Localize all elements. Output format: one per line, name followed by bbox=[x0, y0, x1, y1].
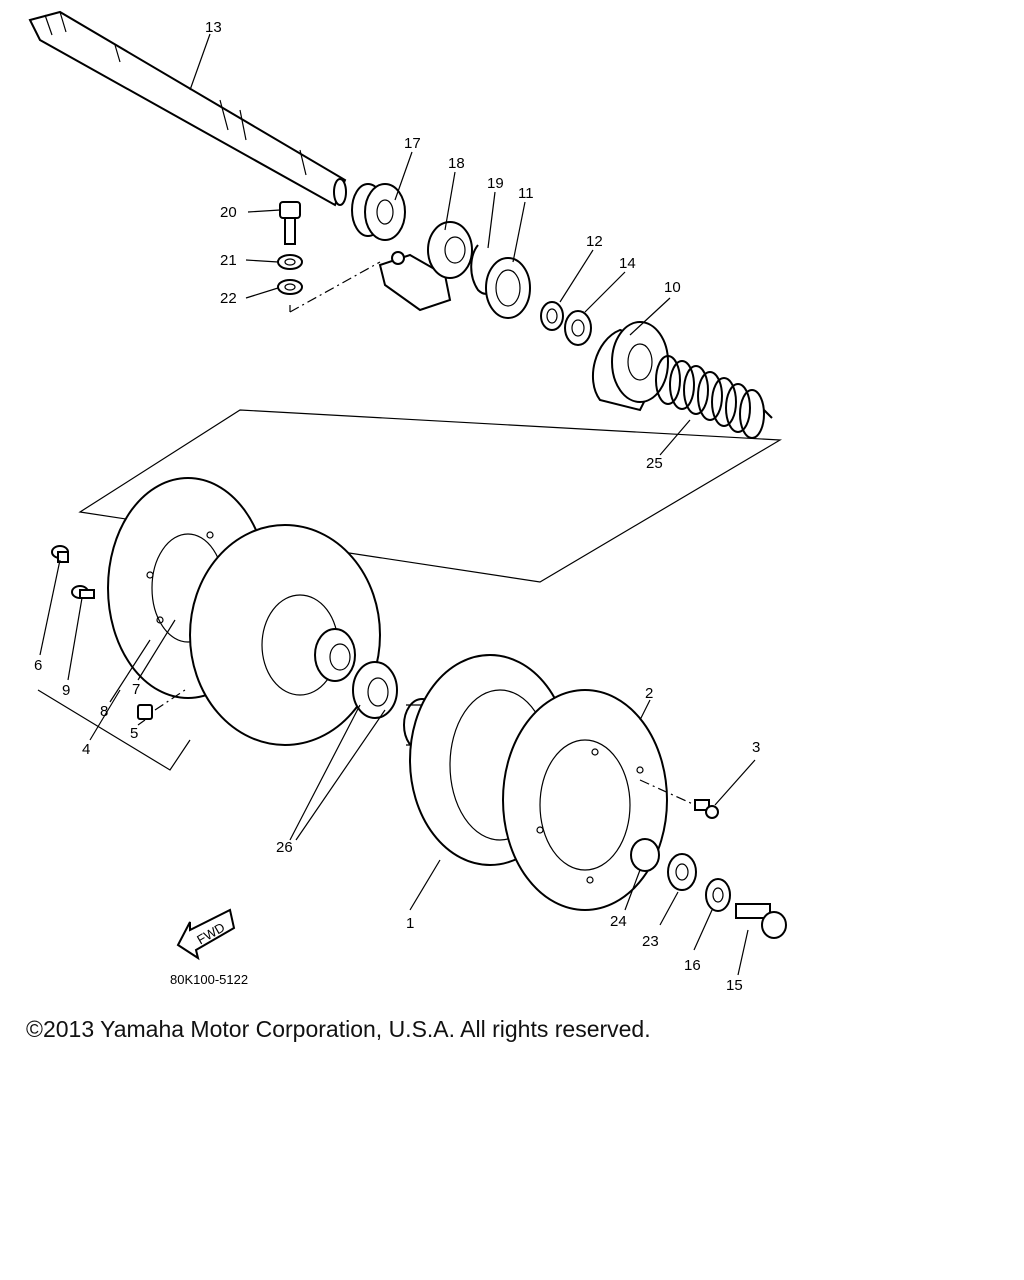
part-code: 80K100-5122 bbox=[170, 972, 248, 987]
cam-10 bbox=[591, 321, 669, 412]
bearing-17 bbox=[351, 183, 406, 241]
part-label-13: 13 bbox=[205, 19, 222, 36]
part-label-18: 18 bbox=[448, 155, 465, 172]
plate-2 bbox=[502, 689, 668, 911]
part-label-5: 5 bbox=[130, 725, 138, 742]
part-label-25: 25 bbox=[646, 455, 663, 472]
part-label-22: 22 bbox=[220, 290, 237, 307]
leader-lines bbox=[39, 33, 756, 976]
washer-16 bbox=[705, 878, 731, 912]
washer-14 bbox=[564, 310, 592, 346]
collar-24 bbox=[630, 838, 660, 872]
part-label-4: 4 bbox=[82, 741, 90, 758]
bolt-9 bbox=[71, 585, 95, 599]
nut-5 bbox=[137, 704, 153, 720]
part-label-7: 7 bbox=[132, 681, 140, 698]
part-label-8: 8 bbox=[100, 703, 108, 720]
part-label-2: 2 bbox=[645, 685, 653, 702]
part-label-17: 17 bbox=[404, 135, 421, 152]
washer-12 bbox=[540, 301, 564, 331]
bushing-26 bbox=[352, 661, 398, 719]
washer-23 bbox=[667, 853, 697, 891]
part-label-12: 12 bbox=[586, 233, 603, 250]
part-label-9: 9 bbox=[62, 682, 70, 699]
part-label-14: 14 bbox=[619, 255, 636, 272]
part-label-15: 15 bbox=[726, 977, 743, 994]
part-label-11: 11 bbox=[518, 185, 534, 202]
bolt-20 bbox=[279, 201, 301, 245]
screw-3 bbox=[639, 779, 719, 819]
part-label-1: 1 bbox=[406, 915, 414, 932]
part-label-26: 26 bbox=[276, 839, 293, 856]
part-label-10: 10 bbox=[664, 279, 681, 296]
part-label-20: 20 bbox=[220, 204, 237, 221]
part-label-21: 21 bbox=[220, 252, 237, 269]
bracket-18 bbox=[378, 221, 473, 312]
part-label-6: 6 bbox=[34, 657, 42, 674]
fwd-arrow-icon: FWD bbox=[176, 908, 236, 961]
washer-22 bbox=[277, 279, 303, 295]
part-label-19: 19 bbox=[487, 175, 504, 192]
bolt-15 bbox=[735, 903, 787, 939]
bolt-6 bbox=[51, 545, 69, 563]
part-label-3: 3 bbox=[752, 739, 760, 756]
washer-21 bbox=[277, 254, 303, 270]
part-label-24: 24 bbox=[610, 913, 627, 930]
washer-11 bbox=[485, 257, 531, 319]
sheave-7 bbox=[189, 524, 381, 746]
copyright-notice: ©2013 Yamaha Motor Corporation, U.S.A. A… bbox=[26, 1016, 651, 1042]
exploded-parts-diagram: FWD 13 17 18 19 11 12 14 10 20 bbox=[28, 10, 787, 994]
spring-25 bbox=[655, 355, 773, 439]
part-label-23: 23 bbox=[642, 933, 659, 950]
shaft-13 bbox=[28, 10, 347, 207]
part-label-16: 16 bbox=[684, 957, 701, 974]
